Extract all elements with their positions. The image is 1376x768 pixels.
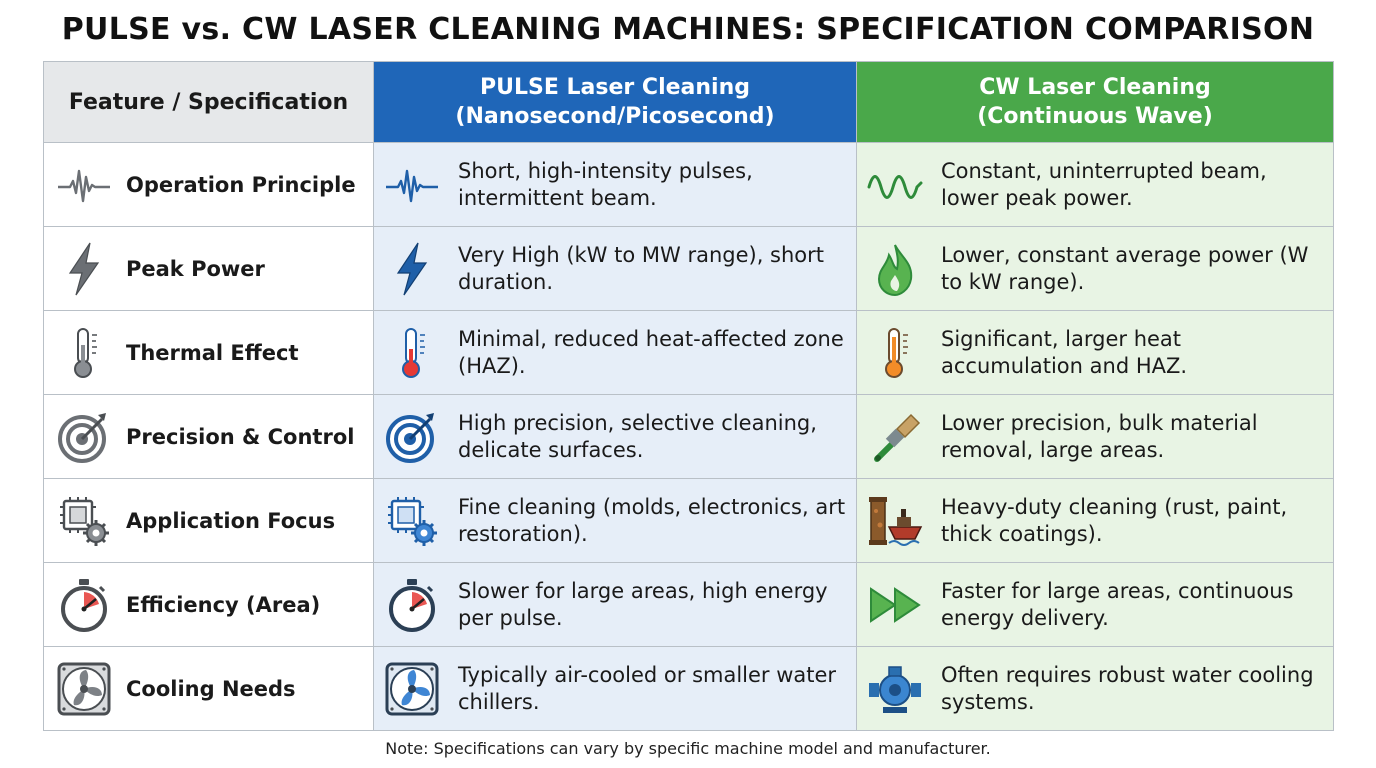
table-row: Cooling Needs Typically air-cooled or sm… bbox=[43, 646, 1334, 731]
feature-cell: Operation Principle bbox=[43, 142, 374, 227]
header-cw-line1: CW Laser Cleaning bbox=[979, 75, 1211, 100]
cw-description: Heavy-duty cleaning (rust, paint, thick … bbox=[941, 494, 1288, 546]
table-row: Application Focus Fine cleaning (molds, … bbox=[43, 478, 1334, 563]
feature-cell: Peak Power bbox=[43, 226, 374, 311]
cw-cell: Faster for large areas, continuous energ… bbox=[856, 562, 1334, 647]
header-cw: CW Laser Cleaning (Continuous Wave) bbox=[856, 61, 1334, 143]
feature-label: Efficiency (Area) bbox=[126, 592, 321, 617]
pulse-cell: High precision, selective cleaning, deli… bbox=[373, 394, 857, 479]
pulse-cell: Fine cleaning (molds, electronics, art r… bbox=[373, 478, 857, 563]
cw-description: Lower, constant average power (W to kW r… bbox=[941, 242, 1309, 294]
thermometer-orange-icon bbox=[863, 321, 927, 385]
stopwatch-icon bbox=[52, 573, 116, 637]
lightning-bolt-icon bbox=[52, 237, 116, 301]
cw-cell: Significant, larger heat accumulation an… bbox=[856, 310, 1334, 395]
feature-label: Cooling Needs bbox=[126, 676, 296, 701]
table-row: Efficiency (Area) Slower for large areas… bbox=[43, 562, 1334, 647]
pulse-description: Minimal, reduced heat-affected zone (HAZ… bbox=[458, 326, 844, 378]
feature-cell: Precision & Control bbox=[43, 394, 374, 479]
pulse-cell: Minimal, reduced heat-affected zone (HAZ… bbox=[373, 310, 857, 395]
table-row: Thermal Effect Minimal, reduced heat-aff… bbox=[43, 310, 1334, 395]
page-title: PULSE vs. CW LASER CLEANING MACHINES: SP… bbox=[61, 12, 1315, 47]
table-row: Operation Principle Short, high-intensit… bbox=[43, 142, 1334, 227]
cw-cell: Lower, constant average power (W to kW r… bbox=[856, 226, 1334, 311]
cw-description: Lower precision, bulk material removal, … bbox=[941, 410, 1258, 462]
feature-cell: Efficiency (Area) bbox=[43, 562, 374, 647]
stopwatch-icon bbox=[380, 573, 444, 637]
paintbrush-icon bbox=[863, 405, 927, 469]
rusty-pipe-ship-icon bbox=[863, 489, 927, 553]
pulse-cell: Typically air-cooled or smaller water ch… bbox=[373, 646, 857, 731]
feature-cell: Cooling Needs bbox=[43, 646, 374, 731]
pulse-description: Short, high-intensity pulses, intermitte… bbox=[458, 158, 753, 210]
fast-forward-icon bbox=[863, 573, 927, 637]
feature-label: Thermal Effect bbox=[126, 340, 299, 365]
sine-wave-icon bbox=[863, 153, 927, 217]
pulse-description: Typically air-cooled or smaller water ch… bbox=[458, 662, 837, 714]
header-pulse-line2: (Nanosecond/Picosecond) bbox=[455, 104, 775, 129]
pulse-cell: Short, high-intensity pulses, intermitte… bbox=[373, 142, 857, 227]
table-row: Peak Power Very High (kW to MW range), s… bbox=[43, 226, 1334, 311]
feature-cell: Thermal Effect bbox=[43, 310, 374, 395]
header-pulse-line1: PULSE Laser Cleaning bbox=[480, 75, 750, 100]
water-pump-icon bbox=[863, 657, 927, 721]
chip-gear-icon bbox=[380, 489, 444, 553]
header-feature: Feature / Specification bbox=[43, 61, 374, 143]
chip-gear-icon bbox=[52, 489, 116, 553]
cw-cell: Heavy-duty cleaning (rust, paint, thick … bbox=[856, 478, 1334, 563]
cw-cell: Constant, uninterrupted beam, lower peak… bbox=[856, 142, 1334, 227]
target-icon bbox=[52, 405, 116, 469]
pulse-wave-icon bbox=[380, 153, 444, 217]
cw-description: Often requires robust water cooling syst… bbox=[941, 662, 1314, 714]
cw-description: Constant, uninterrupted beam, lower peak… bbox=[941, 158, 1267, 210]
pulse-description: Slower for large areas, high energy per … bbox=[458, 578, 828, 630]
pulse-description: Very High (kW to MW range), short durati… bbox=[458, 242, 825, 294]
feature-label: Application Focus bbox=[126, 508, 336, 533]
pulse-wave-icon bbox=[52, 153, 116, 217]
header-cw-line2: (Continuous Wave) bbox=[977, 104, 1213, 129]
feature-cell: Application Focus bbox=[43, 478, 374, 563]
fan-icon bbox=[52, 657, 116, 721]
comparison-table: Feature / Specification PULSE Laser Clea… bbox=[43, 61, 1334, 731]
pulse-description: High precision, selective cleaning, deli… bbox=[458, 410, 817, 462]
header-row: Feature / Specification PULSE Laser Clea… bbox=[43, 61, 1334, 143]
thermometer-icon bbox=[52, 321, 116, 385]
cw-description: Significant, larger heat accumulation an… bbox=[941, 326, 1188, 378]
lightning-bolt-icon bbox=[380, 237, 444, 301]
flame-icon bbox=[863, 237, 927, 301]
feature-label: Precision & Control bbox=[126, 424, 355, 449]
feature-label: Peak Power bbox=[126, 256, 265, 281]
target-icon bbox=[380, 405, 444, 469]
pulse-description: Fine cleaning (molds, electronics, art r… bbox=[458, 494, 846, 546]
cw-description: Faster for large areas, continuous energ… bbox=[941, 578, 1294, 630]
table-row: Precision & Control High precision, sele… bbox=[43, 394, 1334, 479]
pulse-cell: Very High (kW to MW range), short durati… bbox=[373, 226, 857, 311]
footnote: Note: Specifications can vary by specifi… bbox=[385, 739, 991, 758]
cw-cell: Lower precision, bulk material removal, … bbox=[856, 394, 1334, 479]
pulse-cell: Slower for large areas, high energy per … bbox=[373, 562, 857, 647]
cw-cell: Often requires robust water cooling syst… bbox=[856, 646, 1334, 731]
feature-label: Operation Principle bbox=[126, 172, 356, 197]
fan-icon bbox=[380, 657, 444, 721]
header-pulse: PULSE Laser Cleaning (Nanosecond/Picosec… bbox=[373, 61, 857, 143]
thermometer-red-icon bbox=[380, 321, 444, 385]
